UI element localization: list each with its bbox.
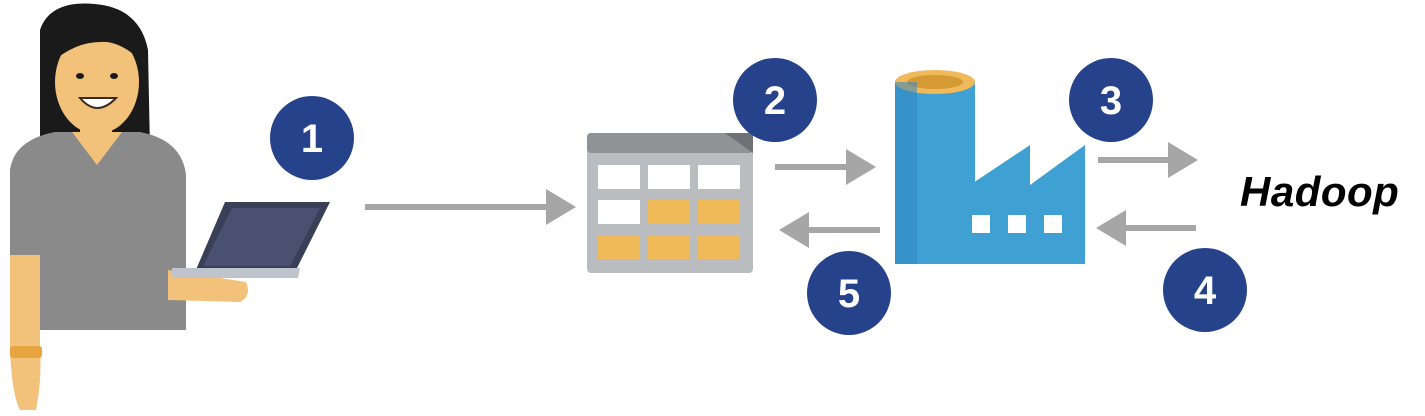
data-table-icon bbox=[587, 133, 753, 273]
svg-text:4: 4 bbox=[1194, 269, 1217, 313]
step-badge-1: 1 bbox=[270, 96, 354, 180]
person-with-laptop-icon bbox=[10, 3, 330, 410]
step-badge-2: 2 bbox=[733, 58, 817, 142]
data-factory-icon bbox=[895, 70, 1085, 264]
svg-text:3: 3 bbox=[1100, 79, 1122, 123]
svg-text:2: 2 bbox=[764, 79, 786, 123]
svg-text:1: 1 bbox=[301, 117, 323, 161]
step-badge-4: 4 bbox=[1163, 248, 1247, 332]
svg-text:5: 5 bbox=[838, 272, 860, 316]
step-badge-3: 3 bbox=[1069, 58, 1153, 142]
hadoop-label: Hadoop bbox=[1240, 168, 1400, 215]
step-badge-5: 5 bbox=[807, 251, 891, 335]
